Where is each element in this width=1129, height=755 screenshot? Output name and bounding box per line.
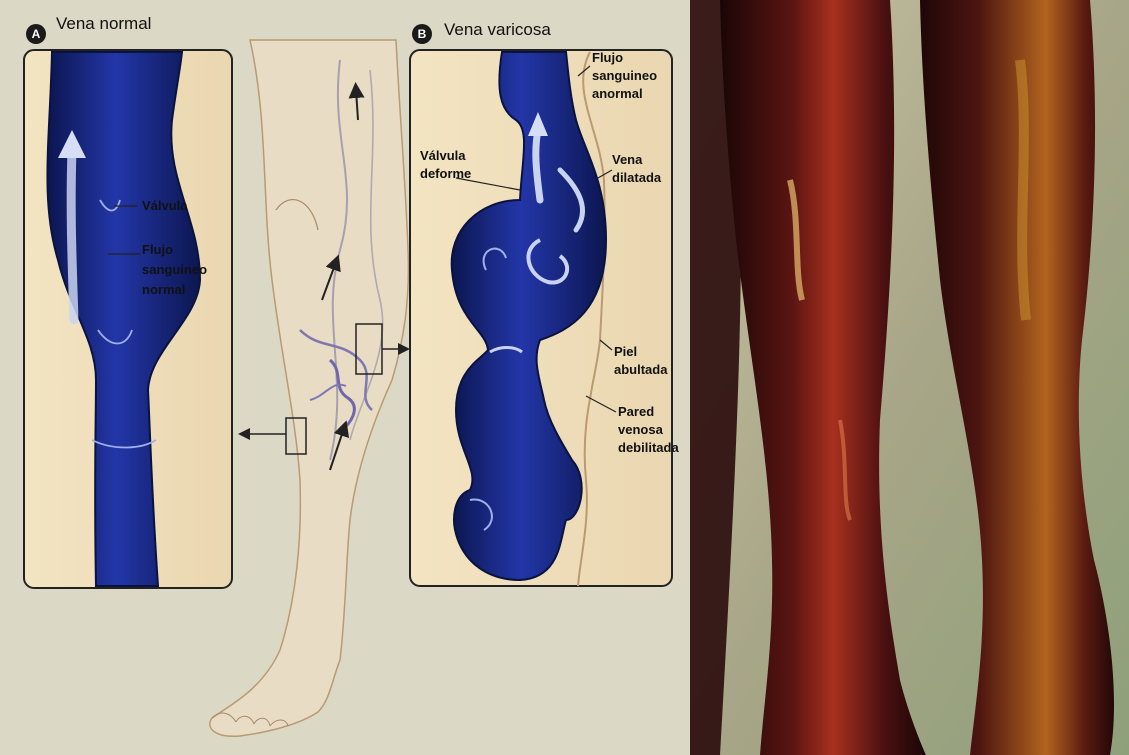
label-weak-wall-line2: venosa [618, 422, 663, 438]
panel-b-title: Vena varicosa [444, 20, 551, 40]
panel-b-badge: B [412, 24, 432, 44]
panel-a-badge: A [26, 24, 46, 44]
label-deformed-valve-line1: Válvula [420, 148, 466, 164]
photo-artwork [690, 0, 1129, 755]
label-abnormal-flow-line2: sanguineo [592, 68, 657, 84]
label-valve: Válvula [142, 198, 188, 214]
label-dilated-vein-line2: dilatada [612, 170, 661, 186]
panel-a-title: Vena normal [56, 14, 151, 34]
label-bulging-skin-line1: Piel [614, 344, 637, 360]
label-weak-wall-line1: Pared [618, 404, 654, 420]
label-abnormal-flow-line1: Flujo [592, 50, 623, 66]
leg-illustration [210, 40, 409, 736]
label-deformed-valve-line2: deforme [420, 166, 471, 182]
label-normal-flow-line3: normal [142, 282, 185, 298]
clinical-photo [690, 0, 1129, 755]
panel-a-inset [24, 50, 232, 588]
label-bulging-skin-line2: abultada [614, 362, 667, 378]
label-normal-flow-line2: sanguineo [142, 262, 207, 278]
diagram-artwork [0, 0, 690, 755]
diagram-panel: A Vena normal Válvula Flujo sanguineo no… [0, 0, 690, 755]
label-dilated-vein-line1: Vena [612, 152, 642, 168]
panel-b-inset [410, 50, 672, 586]
label-weak-wall-line3: debilitada [618, 440, 679, 456]
label-normal-flow-line1: Flujo [142, 242, 173, 258]
label-abnormal-flow-line3: anormal [592, 86, 643, 102]
